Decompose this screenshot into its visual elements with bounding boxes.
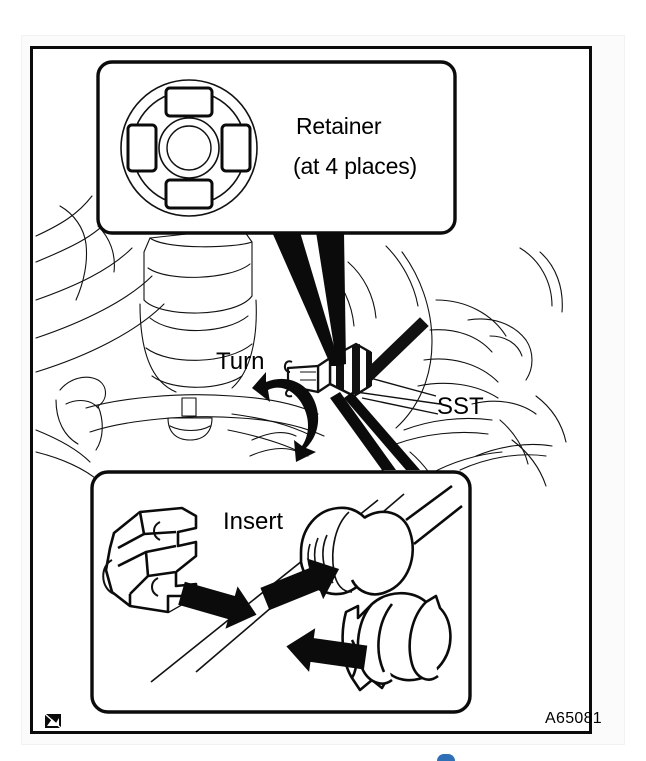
turn-label: Turn [216, 348, 265, 375]
sst-label: SST [437, 393, 484, 420]
retainer-label: Retainer [296, 113, 382, 139]
scroll-indicator[interactable] [437, 754, 455, 761]
insert-label: Insert [223, 508, 284, 535]
figure-id-label: A65081 [545, 710, 602, 728]
retainer-sublabel: (at 4 places) [293, 153, 417, 179]
figure-border [30, 46, 592, 734]
